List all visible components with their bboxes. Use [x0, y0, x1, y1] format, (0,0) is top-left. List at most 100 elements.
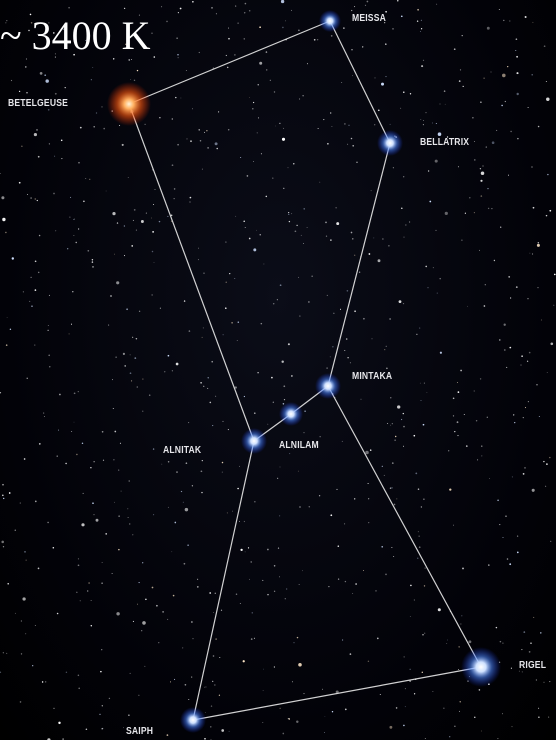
- background-star: [114, 430, 117, 433]
- background-star: [288, 220, 291, 223]
- background-star: [419, 31, 421, 33]
- background-star: [390, 397, 392, 399]
- background-star: [413, 693, 416, 695]
- background-star: [262, 579, 264, 581]
- background-star: [548, 716, 550, 718]
- background-star: [210, 726, 212, 728]
- background-star: [391, 462, 394, 464]
- background-star: [313, 38, 316, 41]
- background-star: [437, 132, 442, 136]
- background-star: [396, 498, 398, 500]
- background-star: [283, 399, 286, 401]
- background-star: [422, 124, 424, 126]
- background-star: [229, 272, 231, 275]
- background-star: [536, 384, 538, 386]
- background-star: [214, 684, 216, 686]
- background-star: [19, 502, 21, 504]
- background-star: [18, 90, 21, 93]
- background-star: [0, 173, 1, 174]
- background-star: [141, 630, 143, 632]
- background-star: [522, 417, 524, 419]
- background-star: [520, 364, 522, 366]
- background-star: [533, 616, 535, 618]
- background-star: [132, 620, 134, 622]
- background-star: [535, 679, 538, 681]
- background-star: [48, 22, 50, 24]
- background-star: [79, 126, 82, 129]
- background-star: [151, 217, 153, 219]
- background-star: [409, 221, 411, 223]
- background-star: [156, 604, 158, 607]
- background-star: [167, 460, 170, 463]
- background-star: [461, 239, 463, 241]
- background-star: [215, 395, 217, 397]
- background-star: [171, 164, 174, 167]
- background-star: [474, 141, 475, 142]
- background-star: [400, 107, 402, 109]
- background-star: [62, 28, 65, 30]
- background-star: [265, 69, 268, 71]
- background-star: [377, 109, 380, 112]
- background-star: [112, 407, 114, 410]
- background-star: [196, 586, 199, 588]
- background-star: [131, 58, 133, 60]
- background-star: [324, 732, 326, 734]
- background-star: [299, 98, 301, 100]
- background-star: [127, 177, 129, 178]
- background-star: [19, 701, 22, 703]
- background-star: [127, 517, 129, 518]
- background-star: [432, 690, 434, 692]
- background-star: [251, 612, 253, 614]
- background-star: [501, 104, 503, 107]
- background-star: [151, 294, 153, 296]
- background-star: [437, 608, 441, 612]
- background-star: [48, 143, 51, 145]
- background-star: [474, 159, 476, 161]
- background-star: [325, 235, 328, 237]
- background-star: [238, 465, 240, 467]
- background-star: [3, 497, 5, 500]
- background-star: [486, 26, 490, 30]
- background-star: [58, 721, 61, 725]
- background-star: [285, 20, 287, 22]
- background-star: [61, 158, 63, 160]
- background-star: [11, 257, 14, 260]
- background-star: [446, 136, 449, 138]
- background-star: [454, 430, 456, 433]
- background-star: [176, 37, 178, 39]
- background-star: [293, 642, 295, 644]
- background-star: [392, 28, 394, 30]
- background-star: [132, 534, 134, 536]
- line-bellatrix-mintaka: [327, 142, 391, 387]
- background-star: [354, 498, 356, 500]
- background-star: [424, 567, 426, 569]
- background-star: [381, 545, 384, 548]
- background-star: [297, 470, 299, 472]
- background-star: [362, 46, 364, 48]
- background-star: [218, 694, 221, 696]
- background-star: [486, 416, 488, 418]
- background-star: [37, 271, 40, 274]
- background-star: [59, 393, 61, 396]
- background-star: [225, 281, 227, 283]
- background-star: [38, 234, 41, 237]
- background-star: [510, 667, 512, 669]
- background-star: [243, 520, 246, 523]
- background-star: [465, 445, 468, 447]
- background-star: [188, 699, 190, 700]
- background-star: [225, 307, 227, 309]
- background-star: [151, 250, 154, 253]
- background-star: [152, 231, 155, 233]
- background-star: [269, 79, 271, 81]
- background-star: [273, 565, 276, 567]
- background-star: [547, 173, 549, 176]
- background-star: [435, 229, 437, 231]
- background-star: [326, 367, 328, 369]
- background-star: [543, 681, 545, 683]
- background-star: [381, 82, 384, 86]
- background-star: [250, 561, 252, 563]
- background-star: [77, 564, 80, 567]
- background-star: [101, 582, 103, 584]
- background-star: [413, 599, 415, 601]
- background-star: [102, 459, 105, 461]
